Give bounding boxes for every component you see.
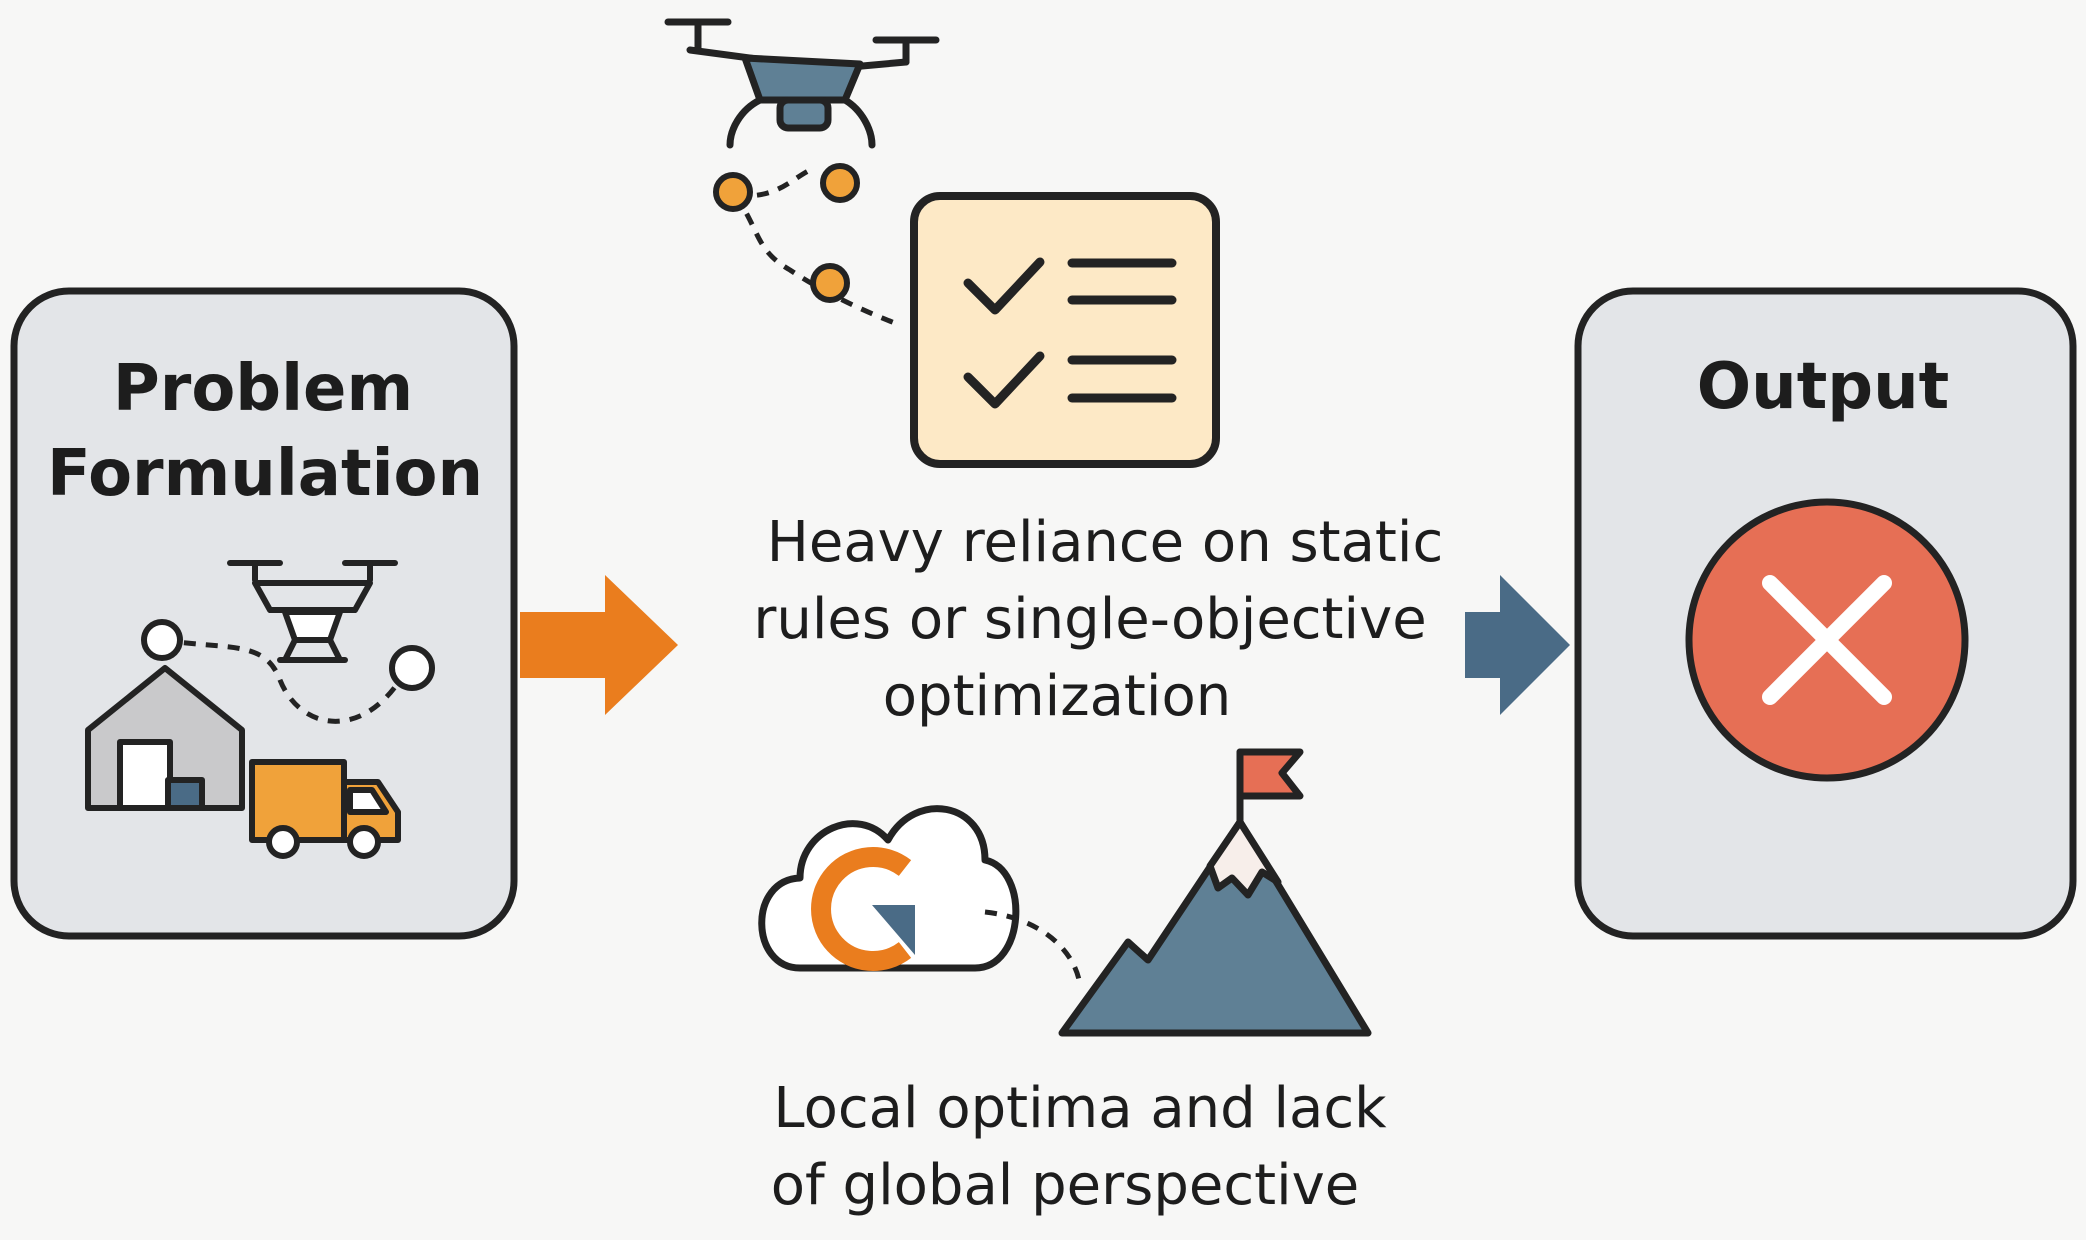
caption-local-optima-line1: Local optima and lack — [773, 1076, 1387, 1141]
caption-static-rules-line1: Heavy reliance on static — [767, 510, 1443, 575]
route-path-bottom — [984, 909, 1083, 986]
caption-static-rules-line2: rules or single-objective — [753, 587, 1426, 652]
drone-icon-small — [227, 560, 398, 663]
waypoint-icon — [141, 619, 183, 661]
blue-arrow — [1465, 575, 1570, 715]
warehouse-icon — [85, 665, 245, 811]
cloud-icon — [758, 805, 1020, 972]
drone-icon-large — [664, 18, 940, 149]
route-path-left — [161, 637, 403, 724]
orange-arrow — [520, 575, 678, 715]
waypoint-icon — [810, 263, 850, 303]
route-path-top — [732, 167, 901, 328]
truck-icon — [249, 759, 401, 859]
g-logo-icon — [811, 847, 912, 971]
problem-formulation-box: Problem Formulation — [10, 287, 518, 940]
caption-static-rules-line3: optimization — [883, 664, 1231, 729]
waypoint-icon — [713, 172, 753, 212]
checklist-icon — [910, 192, 1220, 468]
problem-formulation-title-line1: Problem — [113, 352, 413, 426]
error-x-icon — [1685, 498, 1969, 782]
caption-local-optima-line2: of global perspective — [771, 1153, 1359, 1218]
output-box: Output — [1574, 287, 2077, 940]
waypoint-icon — [820, 163, 860, 203]
mountain-icon — [1058, 748, 1372, 1037]
problem-formulation-title-line2: Formulation — [47, 437, 483, 511]
output-title: Output — [1697, 350, 1950, 424]
waypoint-icon — [389, 645, 435, 691]
